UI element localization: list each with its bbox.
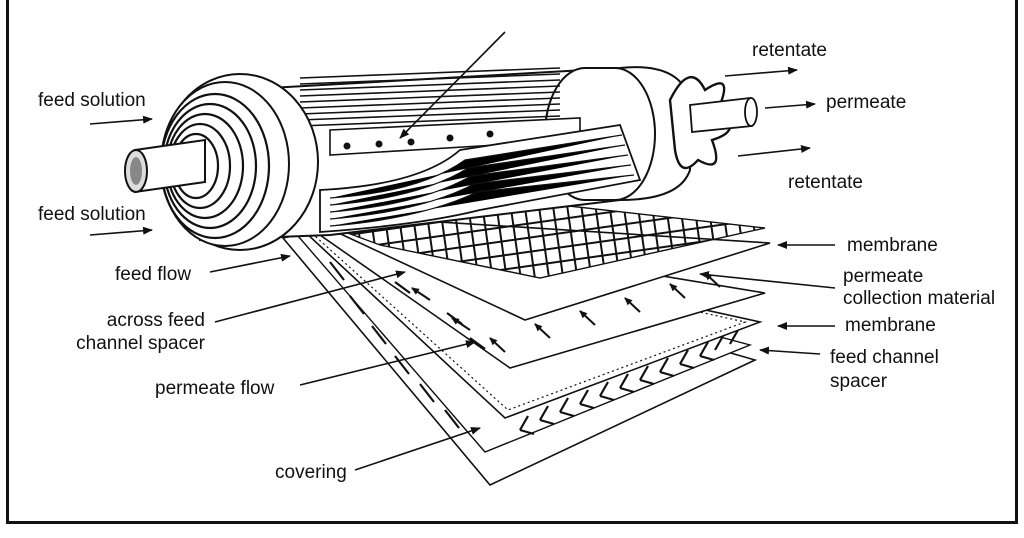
- label-across-feed-line2: channel spacer: [76, 333, 205, 354]
- feed-flow-arrow: [209, 253, 291, 273]
- label-feed-solution-bottom: feed solution: [38, 204, 146, 225]
- label-retentate-top: retentate: [752, 40, 827, 61]
- label-membrane-top: membrane: [847, 235, 938, 256]
- covering-arrow: [354, 427, 481, 471]
- diagram-frame: [6, 0, 1018, 524]
- permeate-flow-arrow: [299, 340, 476, 386]
- retentate-bottom-arrow: [737, 145, 811, 157]
- label-membrane-bottom: membrane: [845, 315, 936, 336]
- perforated-tube-pointer: [399, 31, 506, 139]
- across-feed-arrow: [214, 270, 406, 323]
- label-retentate-bottom: retentate: [788, 172, 863, 193]
- label-feed-flow: feed flow: [115, 264, 192, 285]
- label-permeate-flow: permeate flow: [155, 378, 275, 399]
- label-covering: covering: [275, 462, 347, 483]
- sheet-flow-arrows: [394, 281, 486, 350]
- label-feed-channel-line1: feed channel: [830, 347, 939, 368]
- retentate-top-arrow: [724, 66, 798, 77]
- label-feed-channel-line2: spacer: [830, 371, 888, 392]
- permeate-collection-arrow: [699, 270, 836, 289]
- feed-solution-bottom-arrow: [89, 226, 153, 236]
- label-permeate-collection-line2: collection material: [843, 288, 996, 309]
- permeate-out-arrow: [764, 100, 816, 109]
- feed-solution-top-arrow: [89, 115, 153, 125]
- label-across-feed-line1: across feed: [106, 310, 205, 331]
- membrane-cylinder: [124, 66, 758, 251]
- label-permeate-collection-line1: permeate: [843, 266, 924, 287]
- label-permeate: permeate: [826, 92, 907, 113]
- feed-channel-arrow: [759, 346, 821, 355]
- label-feed-solution-top: feed solution: [38, 90, 146, 111]
